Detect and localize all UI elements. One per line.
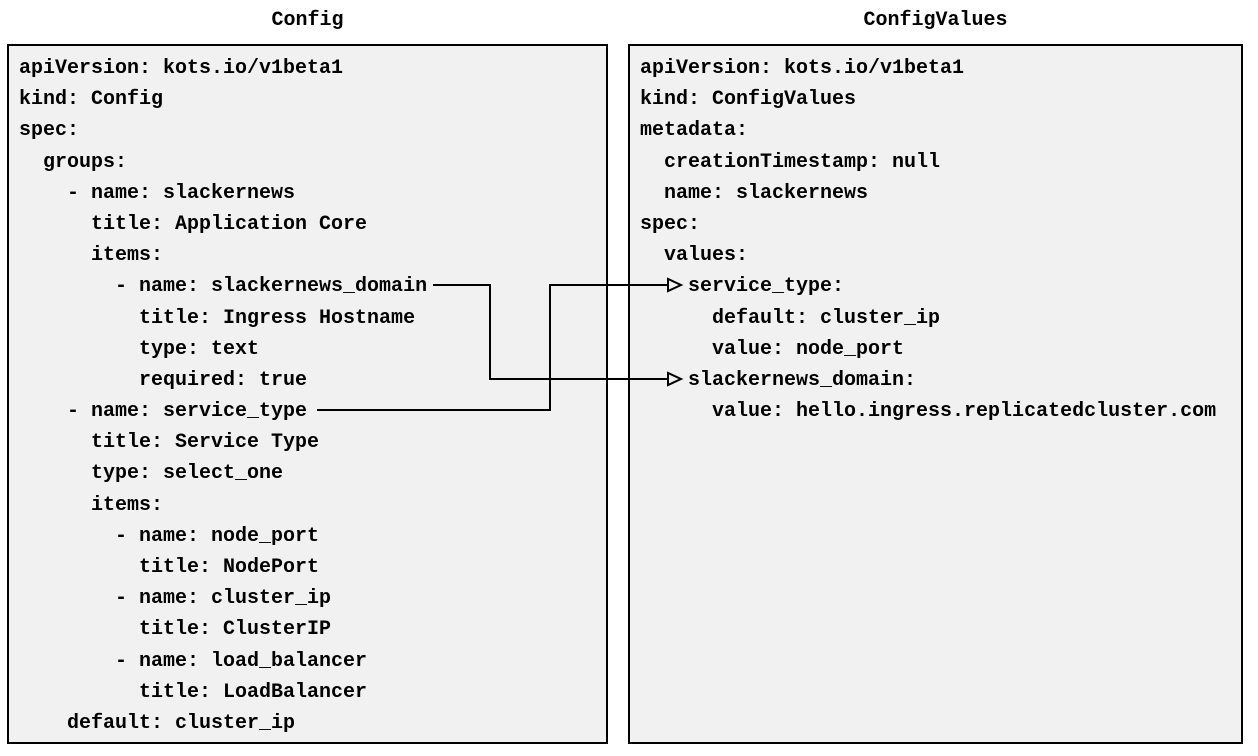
code-line: required: true (19, 368, 308, 392)
code-line: value: node_port (640, 337, 905, 361)
code-line: slackernews_domain: (640, 368, 917, 392)
code-line: groups: (19, 150, 128, 174)
code-line: title: ClusterIP (19, 618, 332, 642)
code-line: default: cluster_ip (640, 306, 941, 330)
configvalues-yaml-code: apiVersion: kots.io/v1beta1 kind: ConfigV… (630, 46, 1241, 427)
code-line: - name: slackernews (19, 181, 296, 205)
code-line: items: (19, 493, 164, 517)
code-line: apiVersion: kots.io/v1beta1 (19, 57, 344, 80)
code-line: title: Ingress Hostname (19, 306, 416, 330)
config-yaml-code: apiVersion: kots.io/v1beta1 kind: Config s… (9, 46, 606, 739)
code-line: title: LoadBalancer (19, 680, 368, 704)
code-line: metadata: (640, 119, 749, 143)
config-panel-title: Config (271, 9, 344, 32)
code-line: - name: service_type (19, 400, 308, 424)
code-line: kind: Config (19, 88, 164, 112)
code-line: service_type: (640, 275, 845, 299)
code-line: - name: cluster_ip (19, 587, 332, 611)
code-line: title: Application Core (19, 212, 368, 236)
code-line: default: cluster_ip (19, 711, 296, 735)
code-line: items: (19, 244, 164, 268)
code-line: kind: ConfigValues (640, 88, 857, 112)
code-line: - name: slackernews_domain (19, 275, 428, 299)
code-line: - name: node_port (19, 524, 320, 548)
code-line: title: NodePort (19, 556, 320, 579)
configvalues-panel-title: ConfigValues (863, 9, 1008, 32)
code-line: type: text (19, 337, 260, 361)
code-line: apiVersion: kots.io/v1beta1 (640, 57, 965, 80)
code-line: title: Service Type (19, 431, 320, 455)
code-line: spec: (640, 212, 701, 236)
code-line: value: hello.ingress.replicatedcluster.c… (640, 400, 1217, 424)
code-line: creationTimestamp: null (640, 150, 941, 174)
configvalues-panel: apiVersion: kots.io/v1beta1 kind: ConfigV… (628, 44, 1243, 744)
code-line: type: select_one (19, 462, 284, 486)
code-line: spec: (19, 119, 80, 143)
code-line: - name: load_balancer (19, 649, 368, 673)
code-line: values: (640, 244, 749, 268)
code-line: name: slackernews (640, 181, 869, 205)
config-panel: apiVersion: kots.io/v1beta1 kind: Config s… (7, 44, 608, 744)
